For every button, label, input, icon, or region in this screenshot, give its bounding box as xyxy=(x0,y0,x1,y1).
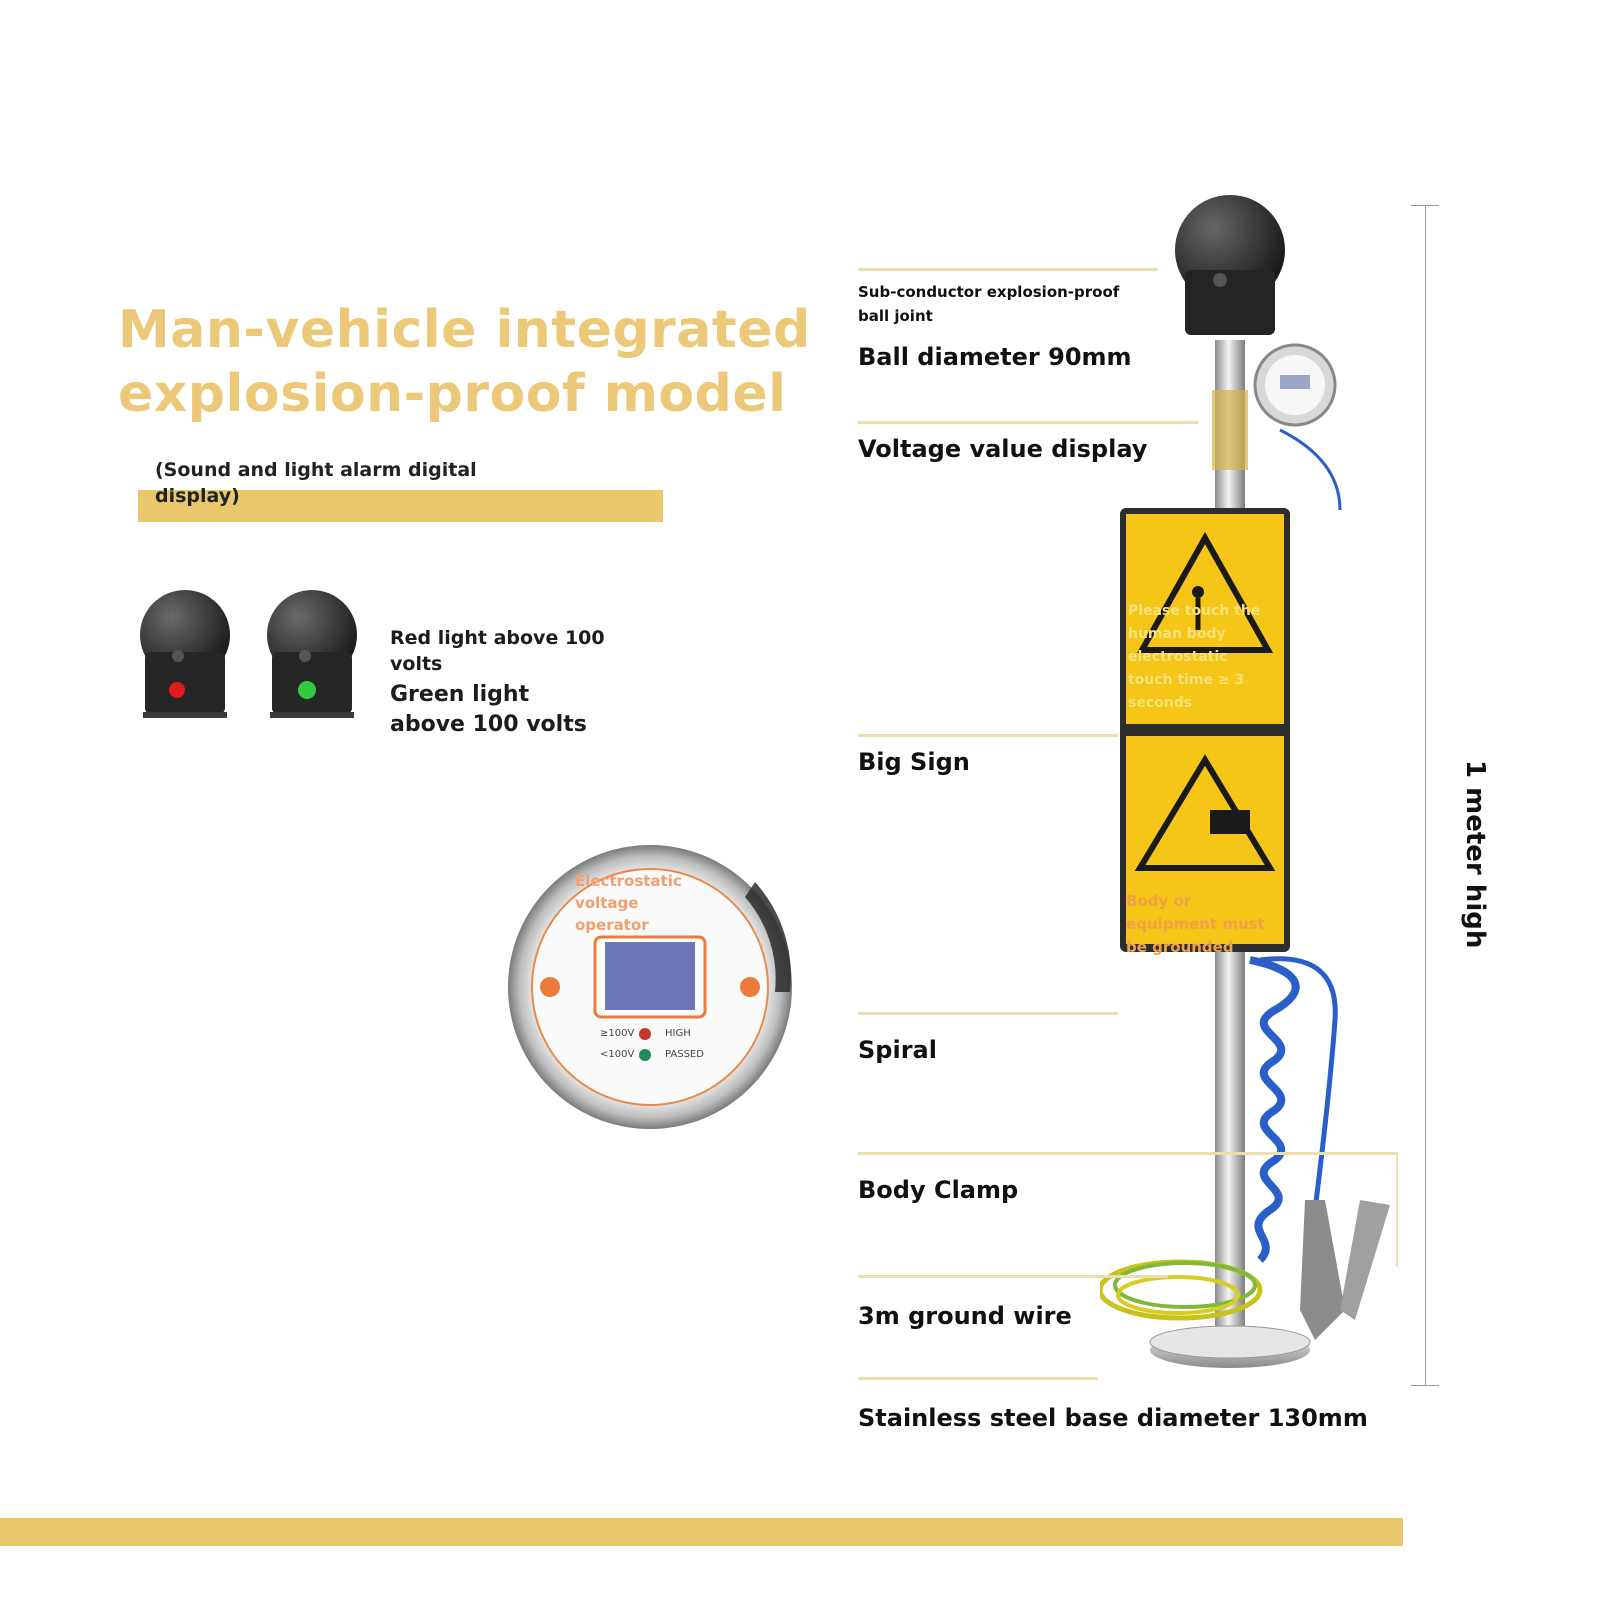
green-light-label: Green light above 100 volts xyxy=(390,682,587,737)
sign-lower-panel xyxy=(1126,736,1284,944)
gauge-line-1: Electrostatic xyxy=(575,872,682,890)
body-clamp-label: Body Clamp xyxy=(858,1176,1019,1204)
height-top-tick xyxy=(1411,205,1439,206)
spiral-callout-line xyxy=(858,1012,1118,1015)
big-sign-callout-line xyxy=(858,734,1118,737)
title-line-2: explosion-proof model xyxy=(118,364,787,424)
ball-joint-label: Sub-conductor explosion-proof ball joint xyxy=(858,283,1120,325)
sign-lower-text: Body or equipment must be grounded xyxy=(1126,892,1265,956)
ball-diameter-label: Ball diameter 90mm xyxy=(858,343,1132,371)
title-line-1: Man-vehicle integrated xyxy=(118,300,811,360)
spiral-label: Spiral xyxy=(858,1036,937,1064)
voltage-display-callout-line xyxy=(858,421,1198,424)
gauge-line-3: operator xyxy=(575,916,649,934)
voltage-display-label: Voltage value display xyxy=(858,435,1148,463)
gauge-low-range: <100V xyxy=(600,1049,635,1060)
gauge-high-range: ≥100V xyxy=(600,1028,635,1039)
product-subtitle: (Sound and light alarm digital display) xyxy=(155,459,477,507)
big-sign-label: Big Sign xyxy=(858,748,970,776)
red-lamp-image xyxy=(140,590,230,718)
height-bottom-tick xyxy=(1411,1385,1439,1386)
red-led-icon xyxy=(169,682,185,698)
body-clamp-callout-line xyxy=(858,1152,1398,1155)
product-title: Man-vehicle integrated explosion-proof m… xyxy=(118,298,818,426)
body-clamp-callout-drop xyxy=(1396,1152,1398,1267)
subtitle-highlight-bar xyxy=(138,490,663,522)
gauge-high-label: HIGH xyxy=(665,1028,691,1039)
sign-upper-text: Please touch the human body electrostati… xyxy=(1128,603,1261,711)
ground-wire-callout-line xyxy=(858,1275,1168,1278)
height-dimension-line xyxy=(1425,205,1426,1385)
grounding-device-image xyxy=(1100,195,1390,1368)
bottom-accent-bar xyxy=(0,1518,1403,1546)
green-lamp-image xyxy=(267,590,357,718)
base-label: Stainless steel base diameter 130mm xyxy=(858,1404,1368,1432)
red-light-label: Red light above 100 volts xyxy=(390,627,605,675)
gauge-line-2: voltage xyxy=(575,894,639,912)
voltage-gauge-closeup xyxy=(508,845,792,1129)
gauge-text: Electrostatic voltage operator xyxy=(575,870,725,936)
green-led-icon xyxy=(298,681,316,699)
ground-wire-label: 3m ground wire xyxy=(858,1302,1072,1330)
height-label: 1 meter high xyxy=(1460,760,1490,949)
base-callout-line xyxy=(858,1377,1098,1380)
sign-upper-panel xyxy=(1126,514,1284,724)
ball-joint-callout-line xyxy=(858,268,1158,271)
gauge-low-label: PASSED xyxy=(665,1049,704,1060)
